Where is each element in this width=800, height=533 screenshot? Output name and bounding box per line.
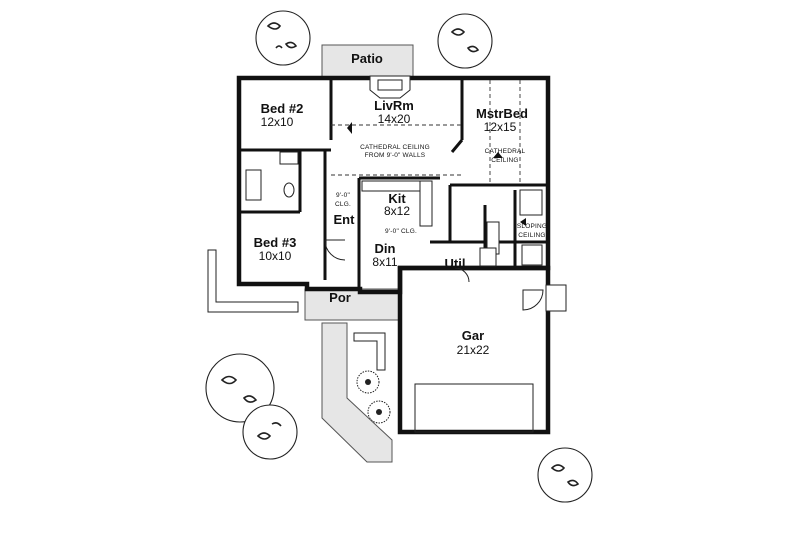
vanity-hall	[279, 151, 299, 165]
kitchen-island	[419, 180, 433, 227]
ceiling-arrow-mstr	[493, 152, 503, 158]
garage-entry-door	[522, 289, 544, 311]
fireplace	[369, 75, 411, 99]
house-exterior-wall	[236, 75, 551, 295]
tree-bottom-left-2	[242, 404, 298, 460]
label-kit: Kit	[388, 191, 406, 206]
label-bed2: Bed #2	[261, 101, 304, 116]
note-mstr-1: CATHEDRAL	[485, 148, 526, 155]
size-bed3: 10x10	[259, 249, 292, 263]
toilet-hall	[283, 182, 295, 198]
label-ent: Ent	[334, 212, 356, 227]
size-kit: 8x12	[384, 204, 410, 218]
label-gar: Gar	[462, 328, 484, 343]
ceiling-arrow-bath	[520, 218, 526, 226]
front-walk	[321, 322, 393, 463]
shrub-1	[356, 370, 380, 394]
bathtub-hall	[245, 169, 262, 201]
tree-bottom-left	[205, 353, 275, 423]
note-mstr-2: CEILING	[491, 157, 518, 164]
kitchen-counter	[361, 180, 423, 192]
note-livrm-1: CATHEDRAL CEILING	[360, 144, 430, 151]
label-livrm: LivRm	[374, 98, 414, 113]
size-din: 8x11	[372, 255, 397, 269]
note-kit-clg: 9'-0" CLG.	[385, 228, 417, 235]
note-bath-1: SLOPING	[517, 223, 547, 230]
note-hall-clg-1: 9'-0"	[336, 192, 350, 199]
size-mstrbed: 12x15	[484, 120, 517, 134]
shower-master	[519, 189, 543, 216]
note-livrm-2: FROM 9'-0" WALLS	[365, 152, 426, 159]
size-livrm: 14x20	[378, 112, 411, 126]
label-util: Util	[445, 256, 466, 271]
label-mstrbed: MstrBed	[476, 106, 528, 121]
label-por: Por	[329, 290, 351, 305]
patio-slab	[321, 44, 414, 79]
note-hall-clg-2: CLG.	[335, 201, 351, 208]
planter-left	[207, 249, 299, 313]
tree-bottom-right	[537, 447, 593, 503]
garage-wall	[397, 265, 551, 435]
garage-door	[414, 383, 534, 433]
ceiling-lines	[331, 80, 521, 185]
planter-walk	[353, 332, 386, 371]
note-bath-2: CEILING	[518, 232, 545, 239]
util-door	[454, 267, 470, 283]
washer-dryer	[479, 247, 497, 267]
tree-top-right	[437, 13, 493, 69]
garage-step	[545, 284, 567, 312]
size-gar: 21x22	[457, 343, 490, 357]
shrub-2	[367, 400, 391, 424]
label-din: Din	[375, 241, 396, 256]
label-bed3: Bed #3	[254, 235, 297, 250]
size-bed2: 12x10	[261, 115, 294, 129]
ceiling-arrow-liv	[347, 122, 352, 134]
interior-walls	[239, 78, 548, 290]
tree-top-left	[255, 10, 311, 66]
tub-master	[521, 244, 543, 266]
label-patio: Patio	[351, 51, 383, 66]
entry-door	[324, 239, 346, 261]
